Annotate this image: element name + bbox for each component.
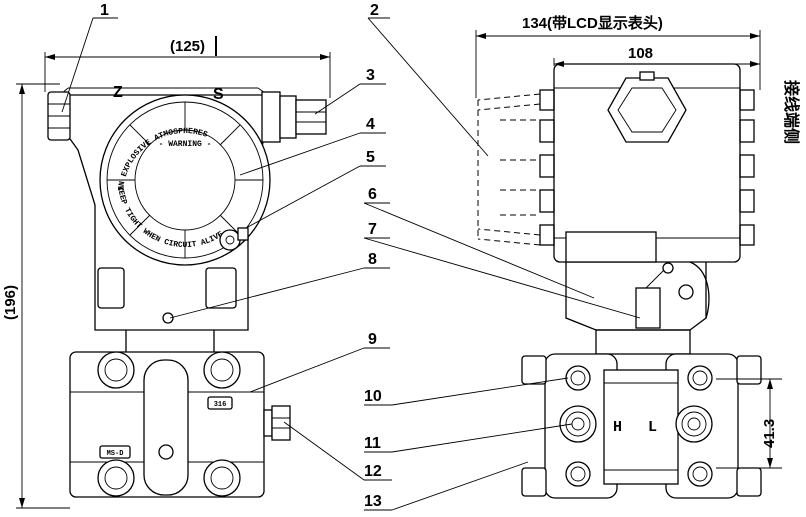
cable-gland-left (47, 91, 71, 141)
cable-gland-right (261, 91, 327, 143)
side-gland-nut (607, 77, 687, 143)
callout-1: 1 (100, 2, 109, 19)
dim-flange-spacing: 41.3 (761, 419, 778, 448)
dim-overall-height: (196) (2, 285, 19, 320)
port-low (675, 405, 713, 443)
warning-title: - WARNING - (159, 140, 212, 149)
callout-5: 5 (366, 149, 375, 166)
callout-13: 13 (364, 493, 382, 510)
side-flanges: H L (521, 353, 762, 499)
material-mark: 316 (214, 401, 227, 409)
nameplate-tag (635, 287, 661, 329)
terminal-side-label: 接线端侧 (782, 80, 801, 144)
dim-lcd-width: 134(带LCD显示表头) (522, 14, 663, 32)
callout-11: 11 (364, 435, 381, 452)
cover-lock-screw (219, 227, 249, 251)
lcd-cover: IN EXPLOSIVE ATMOSPHERES - WARNING - KEE… (99, 94, 271, 266)
front-flange: 316 MS-D (69, 351, 291, 498)
side-view: H L 134(带LCD显示表头) 108 41.3 接线端侧 (475, 14, 801, 499)
flange-plate: MS-D (107, 450, 124, 458)
front-view: IN EXPLOSIVE ATMOSPHERES - WARNING - KEE… (2, 36, 331, 509)
callout-3: 3 (366, 67, 375, 84)
dim-housing-width: 108 (628, 45, 653, 62)
ground-screw (162, 312, 174, 324)
port-high (559, 405, 597, 443)
callout-10: 10 (364, 388, 382, 405)
lcd-head-outline (477, 93, 541, 246)
port-high-label: H (613, 419, 622, 436)
z-mark: Z (113, 84, 123, 101)
callout-2: 2 (370, 2, 379, 19)
port-low-label: L (648, 419, 657, 436)
callout-7: 7 (368, 221, 377, 238)
callout-9: 9 (368, 331, 377, 348)
callout-4: 4 (366, 116, 375, 133)
s-mark: S (213, 86, 224, 103)
callouts: 1 2 3 4 5 6 7 8 9 10 (61, 2, 641, 511)
callout-12: 12 (364, 463, 382, 480)
callout-8: 8 (368, 251, 377, 268)
callout-6: 6 (368, 186, 377, 203)
dim-front-width: (125) (170, 38, 205, 55)
